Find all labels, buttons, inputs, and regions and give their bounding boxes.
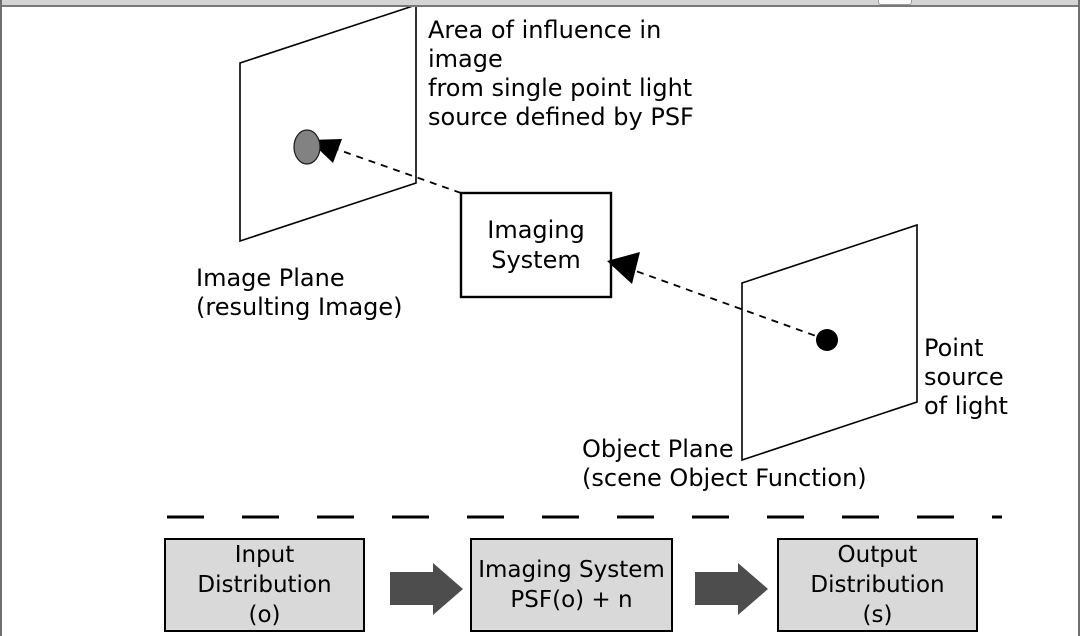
clipped-toolbar-button[interactable]: [878, 0, 912, 5]
imaging-system-label: Imaging System: [487, 216, 585, 274]
psf-blur-spot: [293, 129, 321, 165]
point-source-dot: [816, 329, 838, 351]
flow-arrow-icon: [695, 563, 768, 615]
area-of-influence-label: Area of influence in image from single p…: [428, 16, 694, 131]
ray-arrowhead-system: [607, 252, 640, 284]
imaging-system-box: [459, 191, 613, 299]
window-top-bar: [0, 0, 1080, 5]
flow-arrow-icon: [390, 563, 463, 615]
ray-to-image-plane: [321, 143, 462, 194]
imaging-system-psf-box: Imaging System PSF(o) + n: [470, 538, 673, 632]
window-top-bar-divider: [0, 5, 1080, 7]
window-left-edge: [0, 0, 2, 636]
output-distribution-box: Output Distribution (s): [777, 538, 978, 632]
image-plane-shape: [239, 3, 417, 243]
object-plane-label: Object Plane (scene Object Function): [582, 435, 867, 492]
window-right-edge: [1078, 0, 1080, 636]
image-plane-label: Image Plane (resulting Image): [196, 264, 403, 321]
input-distribution-box: Input Distribution (o): [164, 538, 365, 632]
point-source-label: Point source of light: [924, 334, 1008, 420]
ray-to-imaging-system: [621, 265, 828, 341]
